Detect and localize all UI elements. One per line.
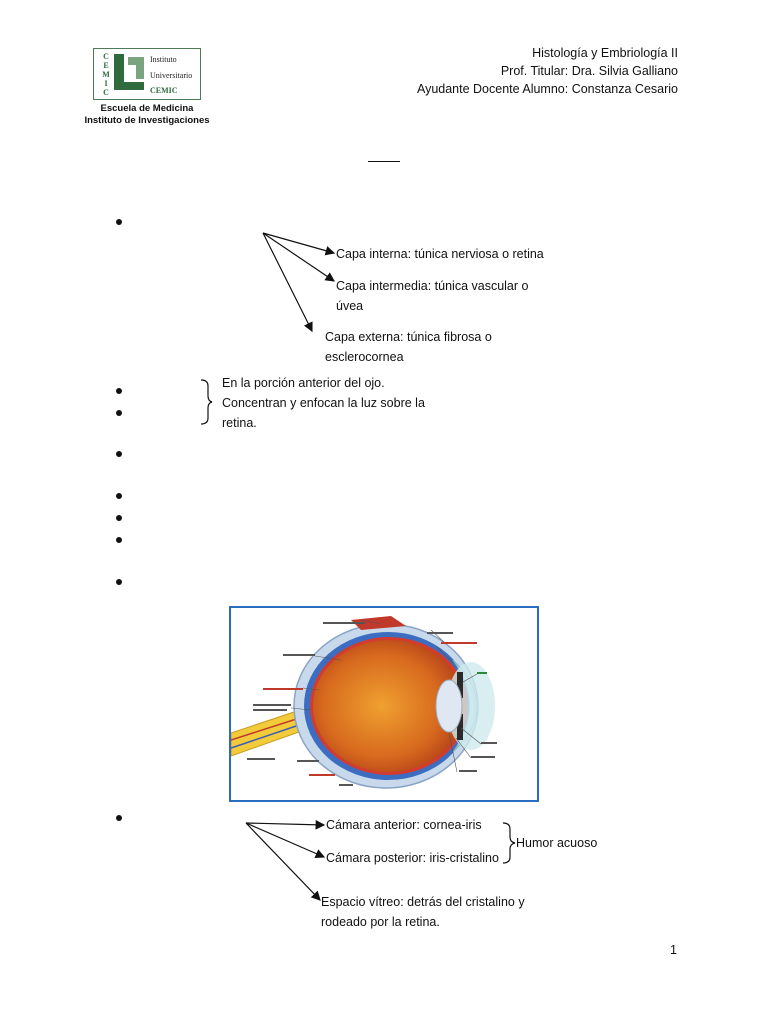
header-assistant: Ayudante Docente Alumno: Constanza Cesar… [416,82,678,96]
bullet-5 [116,493,122,499]
arrow-espacio-vitreo [245,822,321,901]
bullet-7 [116,537,122,543]
bullet-4 [116,451,122,457]
espacio-vitreo-1: Espacio vítreo: detrás del cristalino y [321,895,525,909]
logo-caption-line1: Escuela de Medicina [100,103,194,114]
espacio-vitreo-2: rodeado por la retina. [321,915,440,929]
eye-illustration [231,616,497,789]
arrow-camara-posterior [245,822,326,859]
arrow-capa-externa [262,232,313,333]
bullet-1 [116,219,122,225]
header-professor: Prof. Titular: Dra. Silvia Galliano [500,64,678,78]
logo-caption-line2: Instituto de Investigaciones [84,115,210,126]
logo-graphic [114,54,144,90]
eye-anatomy-figure [229,606,539,802]
logo-text-instituto: Instituto [150,55,177,64]
capa-intermedia-1: Capa intermedia: túnica vascular o [336,279,529,293]
capa-externa-1: Capa externa: túnica fibrosa o [325,330,492,344]
logo-text-cemic: CEMIC [150,86,178,95]
brace-medios [200,379,213,425]
medios-line-2: Concentran y enfocan la luz sobre la [222,396,425,410]
bullet-9 [116,815,122,821]
bullet-6 [116,515,122,521]
logo-text-universitario: Universitario [150,71,193,80]
bullet-8 [116,579,122,585]
medios-line-1: En la porción anterior del ojo. [222,376,385,390]
arrow-capa-intermedia [262,232,335,282]
brace-humor [502,822,516,864]
camara-anterior: Cámara anterior: cornea-iris [326,818,482,832]
title-underline [368,161,400,162]
bullet-2 [116,388,122,394]
bullet-3 [116,410,122,416]
logo-caption: Escuela de Medicina Instituto de Investi… [82,103,212,127]
medios-line-3: retina. [222,416,257,430]
capa-interna: Capa interna: túnica nerviosa o retina [336,247,544,261]
capa-externa-2: esclerocornea [325,350,404,364]
arrow-capa-interna [262,232,336,256]
header-course: Histología y Embriología II [532,46,678,60]
page-number: 1 [670,943,677,957]
arrow-camara-anterior [245,819,326,830]
camara-posterior: Cámara posterior: iris-cristalino [326,851,499,865]
capa-intermedia-2: úvea [336,299,364,313]
humor-acuoso: Humor acuoso [516,836,598,850]
